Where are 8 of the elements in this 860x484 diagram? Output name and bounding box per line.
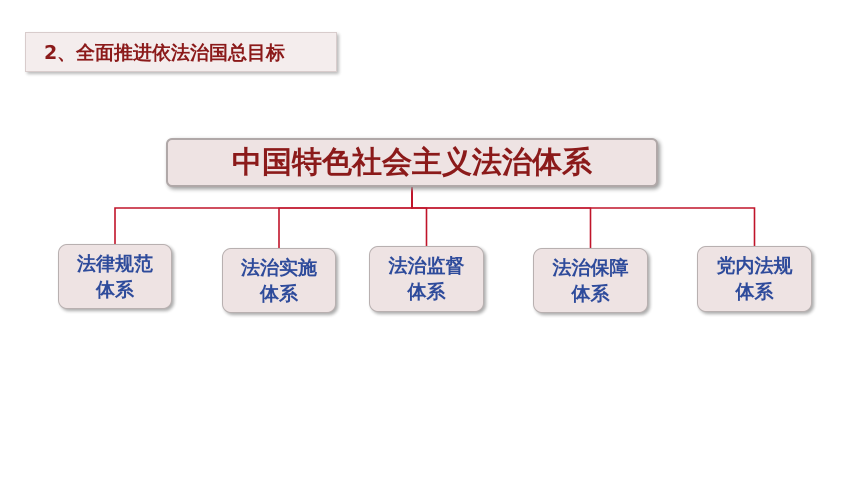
- category-box: 党内法规体系: [697, 246, 812, 312]
- category-box: 法治监督体系: [369, 246, 484, 312]
- title-banner: 2、全面推进依法治国总目标: [25, 32, 337, 72]
- main-box: 中国特色社会主义法治体系: [166, 138, 658, 187]
- category-box: 法治保障体系: [533, 248, 648, 313]
- category-box: 法治实施体系: [222, 248, 336, 313]
- category-box: 法律规范体系: [58, 244, 172, 309]
- connector-line: [411, 187, 756, 246]
